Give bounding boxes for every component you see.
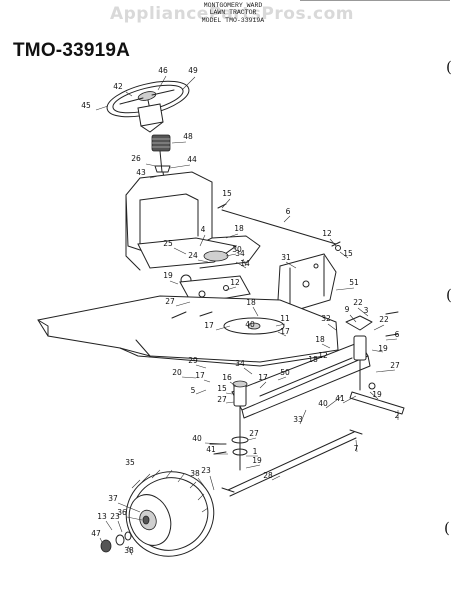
watermark: AppliancePartsPros.com [109,4,354,24]
callout-c36: 36 [117,508,127,517]
callout-c13: 13 [97,512,107,521]
callout-c22a: 22 [353,298,363,307]
callout-c30: 30 [232,245,242,254]
callout-c12c: 12 [318,351,328,360]
callout-c9: 9 [345,305,350,314]
callout-c40b: 40 [318,399,328,408]
callout-c29: 29 [188,356,198,365]
callout-c38a: 38 [190,469,200,478]
callout-c33: 33 [293,415,303,424]
callout-c51: 51 [349,278,359,287]
callout-c27a: 27 [165,297,175,306]
steering-wheel [106,80,190,133]
tie-rod [221,429,363,497]
callout-c48: 48 [183,132,193,141]
callout-c1: 1 [253,447,258,456]
margin-punch-marks: ( ( ( [444,58,452,537]
callout-c40a: 40 [245,320,255,329]
callout-c23b: 23 [110,512,120,521]
callout-c5: 5 [191,386,196,395]
callout-c38b: 38 [124,546,134,555]
callout-c15a: 15 [222,189,232,198]
callout-c22b: 22 [379,315,389,324]
callout-c35: 35 [125,458,135,467]
callout-c19d: 19 [252,456,262,465]
callout-c17a: 17 [204,321,214,330]
bracket [277,253,337,313]
callout-c19c: 19 [372,390,382,399]
callout-c27b: 27 [390,361,400,370]
scan-edge-line [300,0,450,1]
callout-c27d: 27 [249,429,259,438]
callout-c19b: 19 [378,344,388,353]
callout-c45: 45 [81,101,91,110]
callout-c17b: 17 [280,327,290,336]
callout-c18d: 18 [308,355,318,364]
callout-c12a: 12 [322,229,332,238]
callout-c11: 11 [280,314,290,323]
callout-c12b: 12 [230,278,240,287]
callout-c16: 16 [222,373,232,382]
callout-c41a: 41 [335,394,345,403]
callout-c14: 14 [240,259,250,268]
callout-c17d: 17 [258,373,268,382]
callout-c44: 44 [187,155,197,164]
leader-lines [95,75,399,556]
callout-c25: 25 [163,239,173,248]
callout-c15c: 15 [217,384,227,393]
callout-c47: 47 [91,529,101,538]
callout-c15b: 15 [343,249,353,258]
callout-c32: 32 [321,314,331,323]
steering-boot [151,134,171,152]
callout-c23a: 23 [201,466,211,475]
callout-c28: 28 [263,471,273,480]
callout-c26: 26 [131,154,141,163]
left-spindle [209,380,249,471]
callout-c18a: 18 [234,224,244,233]
callout-c31: 31 [281,253,291,262]
right-spindle [345,311,405,415]
callout-c6b: 6 [395,330,400,339]
callout-c7: 7 [354,444,359,453]
callout-c43: 43 [136,168,146,177]
main-frame [37,295,339,367]
callout-c6: 6 [286,207,291,216]
callout-c17c: 17 [195,371,205,380]
callout-c42: 42 [113,82,123,91]
callout-c50: 50 [280,368,290,377]
callout-c24: 24 [188,251,198,260]
margin-mark-2: ( [444,519,450,537]
front-wheel [125,469,215,557]
header-line-1: MONTGOMERY WARD [203,2,263,9]
model-number-title: TMO-33919A [13,40,131,61]
margin-mark-1: ( [446,286,452,304]
callout-c46: 46 [158,66,168,75]
callout-c19a: 19 [163,271,173,280]
callout-c4: 4 [201,225,206,234]
dash-console [125,171,261,301]
callout-c18c: 18 [315,335,325,344]
callout-c27c: 27 [217,395,227,404]
callout-c40c: 40 [192,434,202,443]
callout-c41b: 41 [206,445,216,454]
header-line-2: LAWN TRACTOR [209,9,257,16]
drag-link [217,203,341,251]
margin-mark-0: ( [446,58,452,76]
callout-c18b: 18 [246,298,256,307]
callout-c2: 2 [395,411,400,420]
callout-c37: 37 [108,494,118,503]
callout-c49: 49 [188,66,198,75]
callout-c34b: 34 [235,359,245,368]
callout-c3: 3 [364,306,369,315]
hub-cap [100,531,132,553]
callout-c20: 20 [172,368,182,377]
header-line-3: MODEL TMO-33919A [201,17,265,24]
callout-c34a: 34 [235,249,245,258]
